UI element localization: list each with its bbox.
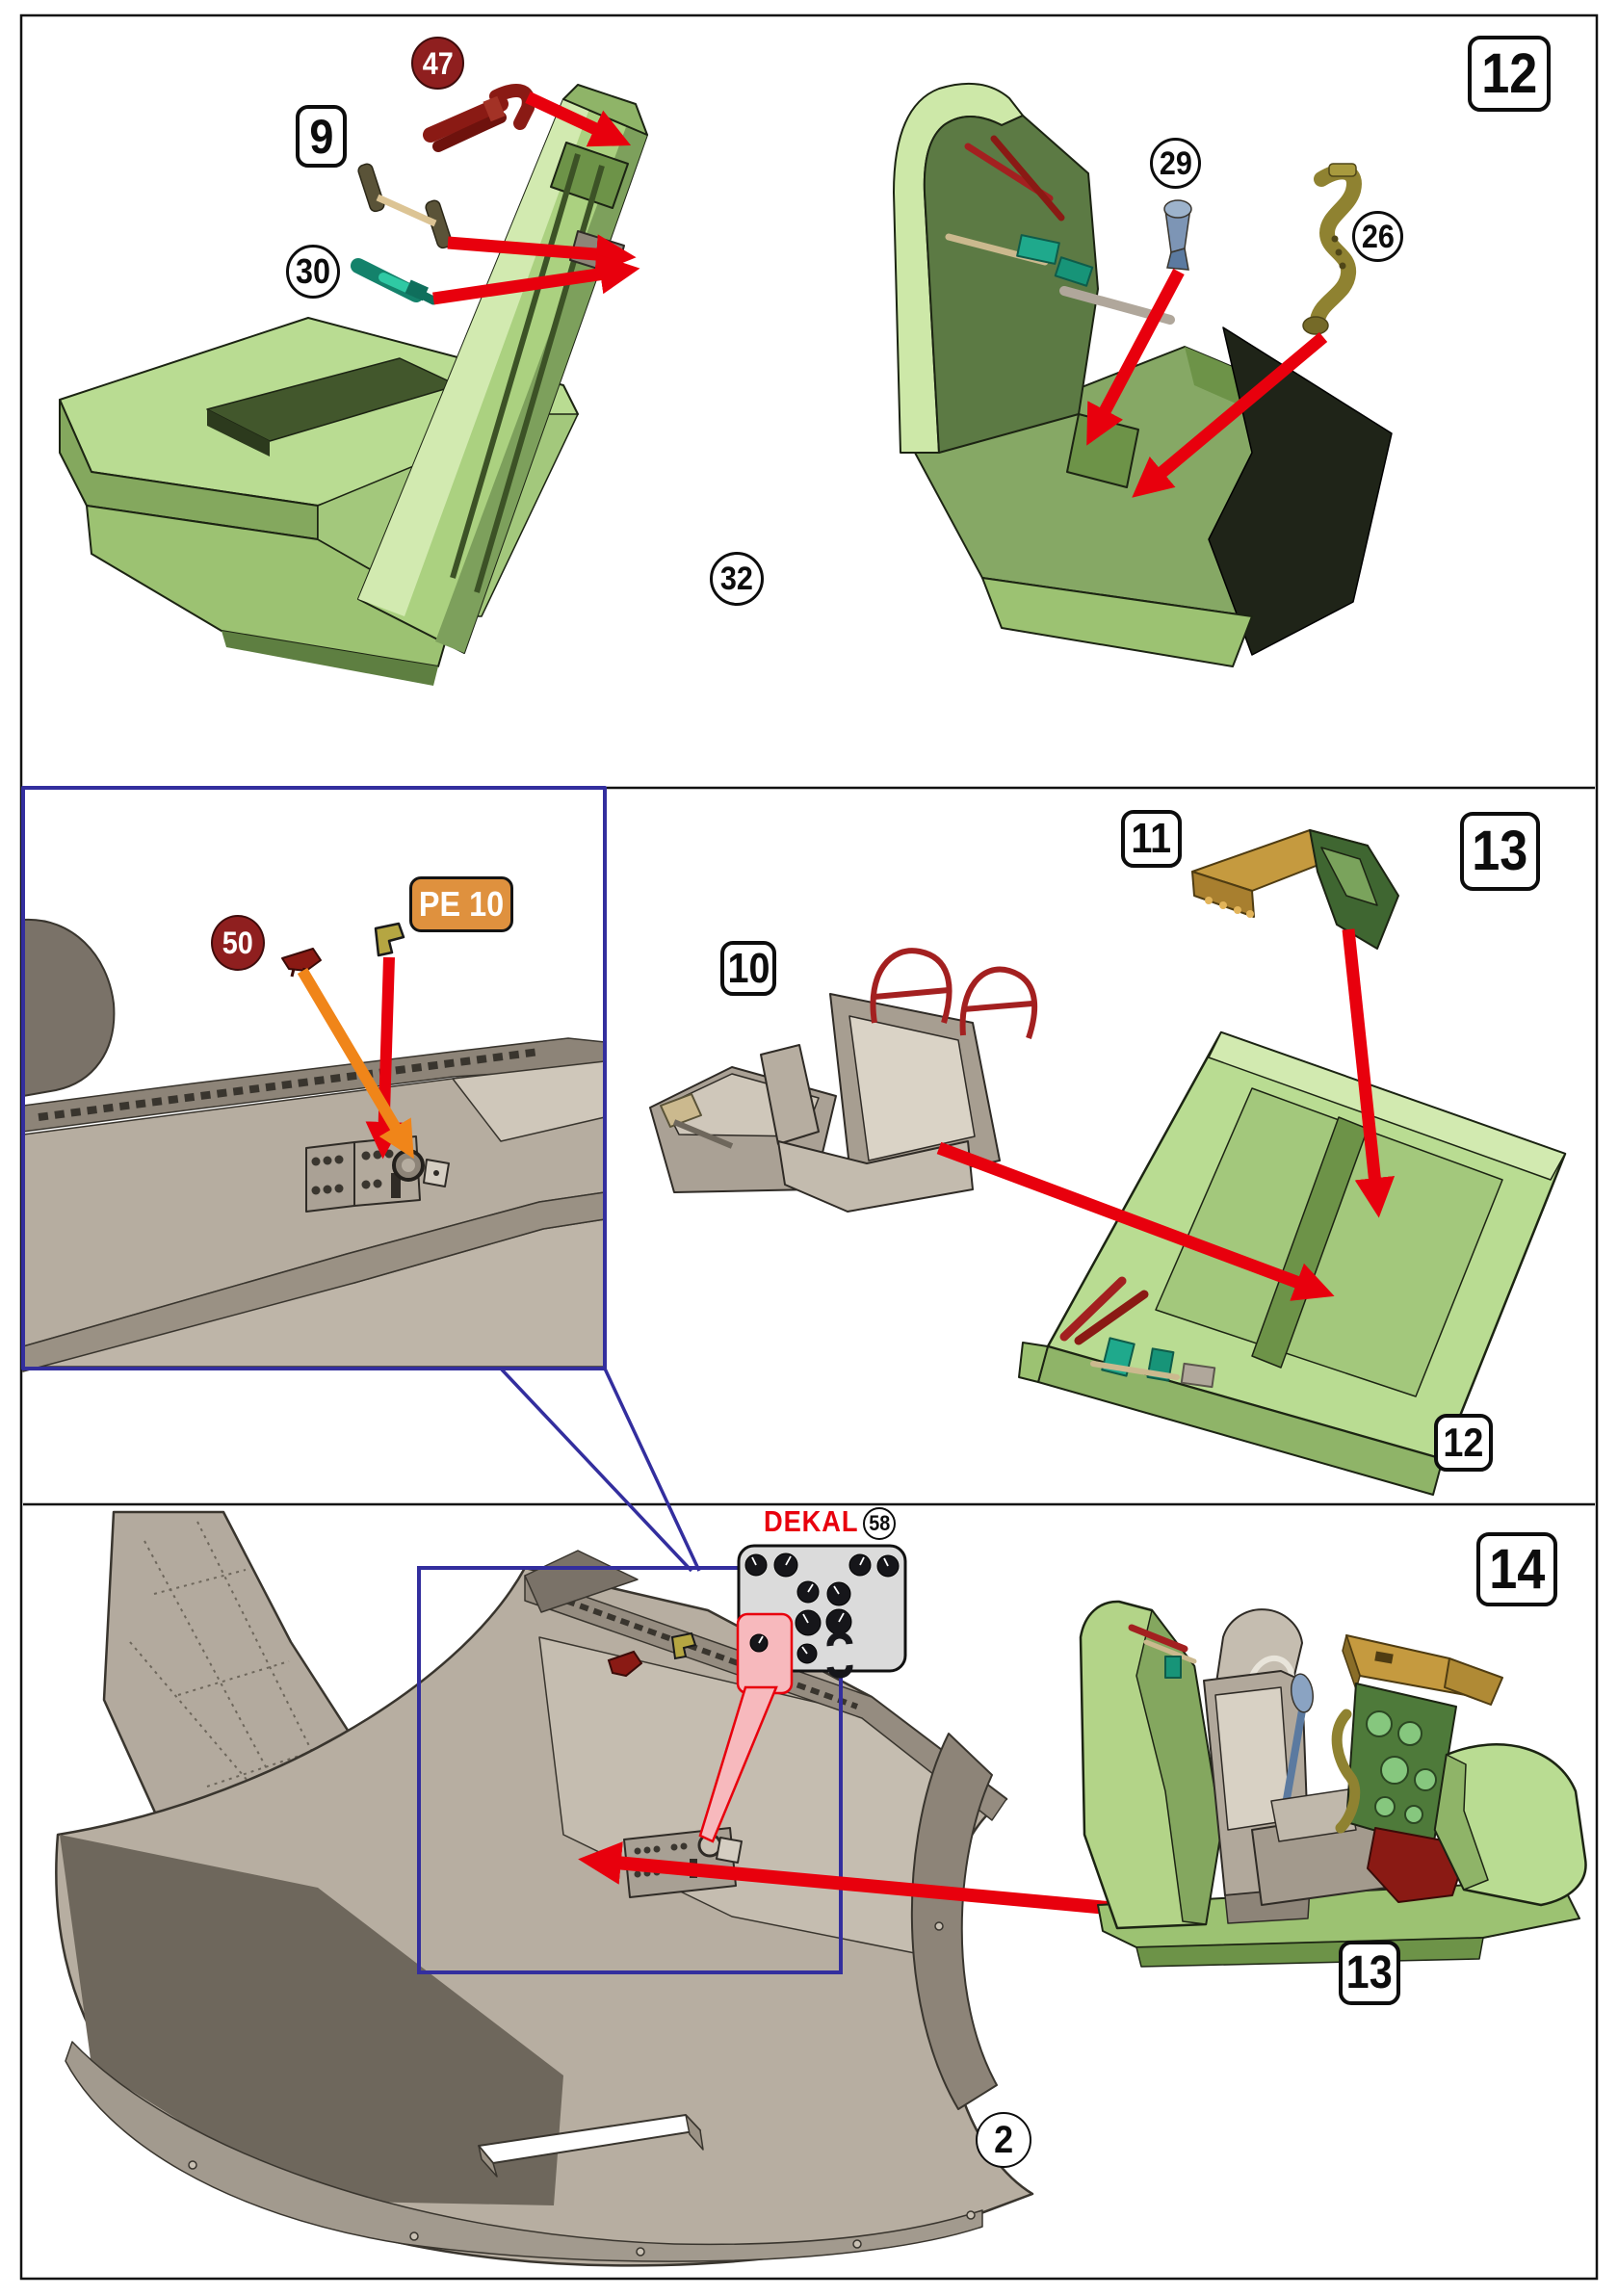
step-number-14: 14	[1476, 1532, 1557, 1606]
inset-box	[21, 786, 607, 1370]
inset-leader-line-2	[603, 1368, 701, 1572]
callout-58: 58	[863, 1507, 896, 1540]
step13-cockpit-floor-12	[1018, 1031, 1567, 1496]
installed-part-50	[607, 1650, 643, 1678]
installed-part-pe10	[670, 1631, 697, 1660]
part50-install-arrow	[297, 967, 414, 1160]
callout-32: 32	[710, 552, 764, 606]
step14-fuselage-half	[55, 1510, 1034, 2267]
decal-placement-callout	[698, 1612, 794, 1843]
callout-2: 2	[976, 2112, 1031, 2168]
instrument-decals	[744, 1552, 900, 1679]
part-29-grip	[1163, 199, 1192, 271]
callout-12-floor: 12	[1434, 1414, 1493, 1472]
step-number-13: 13	[1460, 812, 1540, 891]
step13-seat-assembly	[649, 948, 1038, 1213]
step12-assembly-arrows	[432, 91, 1328, 498]
cockpit-install-arrow	[578, 1841, 1109, 1915]
step-number-12: 12	[1468, 36, 1551, 112]
inset-leader-line-1	[499, 1367, 693, 1573]
callout-26: 26	[1352, 211, 1403, 262]
step13-assembly-arrows	[936, 928, 1396, 1301]
part-26-control-column	[1302, 163, 1362, 335]
callout-29: 29	[1150, 138, 1201, 189]
step13-instrument-panel-11	[1191, 829, 1399, 950]
callout-pe10: PE 10	[409, 876, 513, 932]
callout-11: 11	[1121, 810, 1182, 868]
callout-9: 9	[296, 105, 347, 168]
part-pe10-etched-bracket	[374, 922, 405, 957]
sidewall-console	[305, 1135, 450, 1213]
decal-sheet-58	[698, 1544, 907, 1843]
part-47-handle	[423, 84, 535, 152]
callout-10: 10	[720, 941, 776, 996]
dekal-text: DEKAL	[764, 1504, 859, 1538]
callout-30: 30	[286, 245, 340, 299]
callout-13-module: 13	[1339, 1941, 1400, 2005]
step12-bulkhead-assembly	[59, 84, 648, 686]
step14-annotation-box	[417, 1566, 843, 1974]
part-9-linkage	[357, 163, 453, 249]
sidewall-inset-view	[21, 786, 701, 1573]
step14-cockpit-module-13	[1079, 1600, 1587, 1968]
callout-47: 47	[411, 37, 464, 90]
part-30-lever	[351, 258, 438, 305]
callout-50: 50	[211, 915, 265, 971]
